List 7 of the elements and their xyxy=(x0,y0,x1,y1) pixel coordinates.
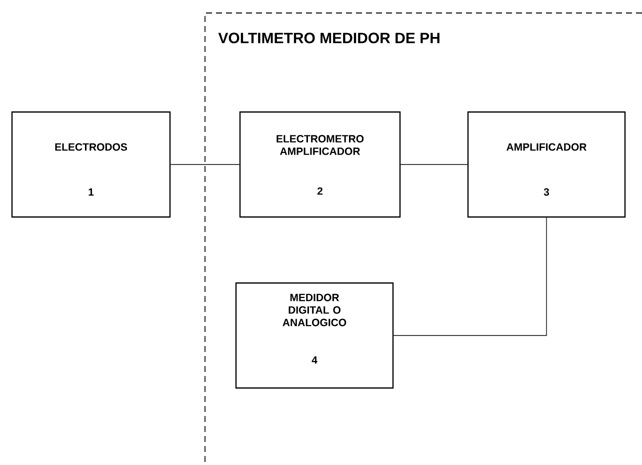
connector-line xyxy=(400,164,468,165)
block-box: ELECTROMETRO AMPLIFICADOR 2 xyxy=(239,111,401,218)
connector-line xyxy=(393,217,547,336)
connector-line xyxy=(170,164,240,165)
block-box: AMPLIFICADOR 3 xyxy=(467,111,626,218)
block-box: MEDIDOR DIGITAL O ANALOGICO 4 xyxy=(235,282,394,389)
block-box: ELECTRODOS 1 xyxy=(11,111,171,218)
